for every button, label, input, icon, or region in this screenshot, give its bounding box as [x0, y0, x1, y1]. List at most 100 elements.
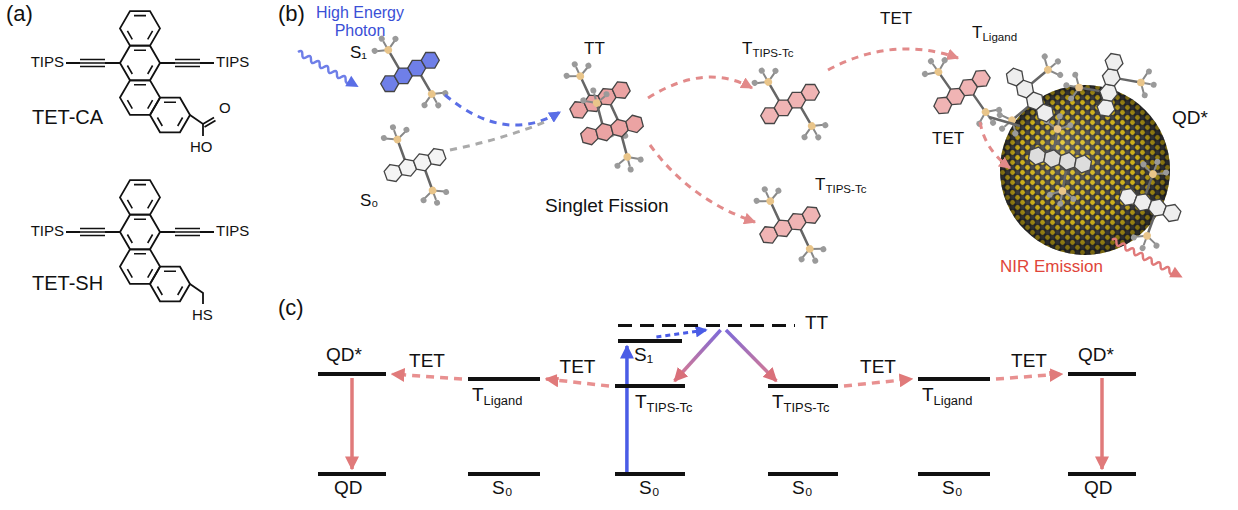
energy-level: TTIPS-Tc — [768, 384, 838, 388]
energy-level: TLigand — [468, 377, 540, 381]
transition-arrow — [392, 374, 462, 379]
state-label-group: TT — [584, 40, 605, 59]
transition-arrow — [350, 378, 354, 469]
panel-letter: (a) — [6, 1, 33, 26]
process-label: TET — [932, 129, 964, 148]
state-label-group: TTIPS-Tc — [815, 176, 866, 196]
panel-letter: (b) — [278, 1, 305, 26]
molecule-name-group: TET-SH — [32, 272, 103, 294]
process-label-group: TET — [880, 10, 912, 29]
emission-label-group: NIR Emission — [1000, 258, 1103, 277]
energy-level: QD* — [318, 372, 386, 376]
level-label-text: T — [472, 384, 484, 405]
energy-level: S₀ — [768, 472, 838, 476]
transition-arrow — [656, 330, 706, 337]
atom-label: TIPS — [31, 53, 64, 70]
state-label: T — [972, 23, 982, 42]
panel-letter-group: (c) — [278, 296, 304, 320]
triplet-molecule — [742, 170, 837, 280]
level-label: QD — [334, 478, 363, 499]
molecule-name: TET-SH — [32, 272, 103, 294]
fission-arrow — [450, 122, 545, 150]
fission-arrow — [445, 95, 560, 125]
level-label: S₀ — [639, 478, 660, 499]
atom-label-group: TIPS — [14, 223, 64, 240]
ring — [150, 98, 190, 133]
ligand-anchor — [989, 117, 1020, 126]
level-label: QD — [1084, 478, 1113, 499]
level-label: S₀ — [792, 478, 813, 499]
atom-label: O — [219, 99, 231, 116]
state-label-group: TTIPS-Tc — [742, 40, 793, 60]
state-label: TT — [584, 39, 605, 58]
state-label-group: S₀ — [360, 192, 378, 211]
level-label-text: QD — [1084, 477, 1113, 498]
state-label-group: TLigand — [972, 24, 1017, 44]
emission-wave — [1109, 235, 1185, 283]
transition-arrow — [625, 346, 629, 472]
photon-label: High Energy Photon — [316, 4, 404, 39]
ligand-molecule — [1021, 109, 1098, 210]
ligand-molecule — [1059, 46, 1160, 123]
energy-level-dashed: TT — [618, 324, 795, 327]
level-label: S₀ — [942, 478, 963, 499]
edge-label: TET — [557, 357, 599, 378]
process-label: TET — [880, 9, 912, 28]
atom-label: TIPS — [216, 53, 249, 70]
ligand-molecule — [1105, 151, 1195, 259]
atom-label-group: TIPS — [14, 54, 64, 71]
thiol-bond — [190, 284, 203, 304]
level-label-text: QD* — [1078, 344, 1114, 365]
level-label-text: S₀ — [942, 477, 963, 498]
level-label: TTIPS-Tc — [635, 392, 693, 415]
level-label: QD* — [1078, 345, 1114, 366]
state-label: S₁ — [350, 43, 367, 62]
ground-molecule — [370, 111, 460, 219]
transition-arrow — [675, 330, 721, 381]
atom-label-group: HO — [190, 139, 213, 156]
transfer-arrow — [828, 49, 958, 70]
edge-label: TET — [406, 351, 448, 372]
energy-level: S₀ — [918, 472, 990, 476]
process-label: Singlet Fission — [545, 195, 669, 216]
level-label-text: Ligand — [484, 393, 523, 408]
state-label: Ligand — [982, 31, 1017, 43]
triple-bond — [80, 60, 200, 67]
atom-label: TIPS — [31, 222, 64, 239]
level-label: TLigand — [922, 385, 972, 408]
atom-label: TIPS — [216, 222, 249, 239]
state-label: TIPS-Tc — [825, 183, 866, 195]
energy-level: TLigand — [918, 377, 990, 381]
level-label-text: Ligand — [934, 393, 973, 408]
atom-label: HS — [192, 306, 213, 323]
ring — [120, 11, 160, 46]
energy-level: TTIPS-Tc — [615, 384, 685, 388]
ligand-molecule — [975, 42, 1086, 149]
level-label-text: TT — [805, 312, 828, 333]
process-label-group: TET — [932, 130, 964, 149]
panel-letter-group: (b) — [278, 2, 305, 26]
atom-label: HO — [190, 138, 213, 155]
state-label: T — [815, 175, 825, 194]
energy-level: S₀ — [615, 472, 685, 476]
level-label-text: S₁ — [634, 344, 653, 365]
level-label-text: S₀ — [639, 477, 660, 498]
emission-label: NIR Emission — [1000, 257, 1103, 276]
atom-label-group: HS — [192, 307, 213, 324]
level-label-text: S₀ — [792, 477, 813, 498]
atom-label-group: O — [219, 100, 231, 117]
level-label-text: TIPS-Tc — [647, 400, 693, 415]
state-label-group: QD* — [1172, 108, 1208, 129]
state-label-group: S₁ — [350, 44, 367, 63]
transition-arrow — [844, 379, 912, 386]
level-label-text: S₀ — [492, 477, 513, 498]
edge-label: TET — [857, 357, 899, 378]
triple-bond — [80, 229, 200, 236]
transition-arrow — [1100, 378, 1104, 469]
edge-label: TET — [1008, 351, 1050, 372]
state-label: QD* — [1172, 107, 1208, 128]
ligand-triplet-molecule — [910, 36, 1014, 147]
molecule-name-group: TET-CA — [32, 106, 103, 128]
carboxyl-bond — [190, 115, 216, 136]
